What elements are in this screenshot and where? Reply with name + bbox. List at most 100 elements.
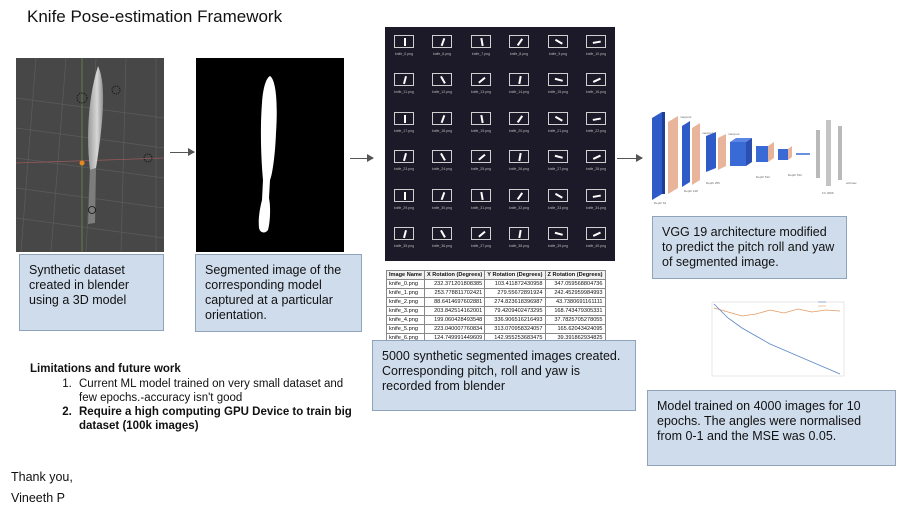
svg-text:FC 4096: FC 4096 bbox=[822, 191, 834, 195]
knife-silhouette bbox=[516, 115, 523, 123]
knife-silhouette bbox=[440, 191, 445, 201]
dataset-thumbnail bbox=[509, 150, 529, 163]
thumbnail-label: knife_38.png bbox=[508, 244, 530, 248]
knife-silhouette bbox=[592, 40, 601, 44]
dataset-thumbnail bbox=[394, 227, 414, 240]
thumbnail-label: knife_8.png bbox=[509, 52, 529, 56]
thumbnail-label: knife_10.png bbox=[585, 52, 607, 56]
table-cell: 279.55672891924 bbox=[484, 288, 546, 298]
arrow-render-to-segmented bbox=[170, 148, 195, 156]
thumbnail-label: knife_12.png bbox=[431, 90, 453, 94]
svg-text:maxpool: maxpool bbox=[728, 132, 740, 136]
thumbnail-label: knife_11.png bbox=[394, 90, 414, 94]
dataset-thumbnail bbox=[394, 189, 414, 202]
table-header-cell: X Rotation (Degrees) bbox=[423, 270, 486, 280]
knife-silhouette bbox=[440, 37, 445, 47]
limitations-section: Limitations and future work Current ML m… bbox=[30, 362, 360, 433]
caption-segmented-image: Segmented image of the corresponding mod… bbox=[195, 254, 362, 332]
dataset-thumbnail bbox=[548, 150, 568, 163]
knife-silhouette bbox=[554, 155, 563, 159]
dataset-thumbnail bbox=[586, 73, 606, 86]
table-cell: knife_1.png bbox=[386, 288, 425, 298]
dataset-thumbnail bbox=[394, 35, 414, 48]
knife-silhouette bbox=[554, 193, 563, 199]
knife-silhouette bbox=[478, 76, 486, 84]
knife-silhouette bbox=[440, 153, 446, 161]
page-title: Knife Pose-estimation Framework bbox=[27, 7, 283, 26]
thumbnail-label: knife_9.png bbox=[548, 52, 568, 56]
thumbnail-label: knife_0.png bbox=[394, 52, 414, 56]
svg-text:maxpool: maxpool bbox=[680, 115, 692, 119]
table-cell: knife_3.png bbox=[386, 306, 425, 316]
dataset-thumbnail bbox=[471, 35, 491, 48]
thumbnail-label: knife_31.png bbox=[470, 206, 492, 210]
knife-silhouette bbox=[478, 230, 486, 238]
dataset-thumbnail bbox=[394, 73, 414, 86]
thumbnail-label: knife_40.png bbox=[585, 244, 607, 248]
knife-silhouette bbox=[404, 192, 406, 200]
knife-silhouette bbox=[592, 77, 601, 83]
thumbnail-label: knife_25.png bbox=[470, 167, 492, 171]
knife-silhouette bbox=[592, 194, 601, 198]
thumbnail-label: knife_23.png bbox=[393, 167, 415, 171]
thumbnail-label: knife_28.png bbox=[585, 167, 607, 171]
dataset-thumbnail bbox=[586, 227, 606, 240]
table-cell: 37.7825705278055 bbox=[544, 315, 606, 325]
dataset-thumbnail bbox=[548, 189, 568, 202]
table-cell: 232.371201808385 bbox=[423, 279, 486, 289]
knife-silhouette bbox=[516, 38, 523, 46]
arrow-segmented-to-dataset bbox=[350, 154, 374, 162]
thumbnail-label: knife_21.png bbox=[547, 129, 569, 133]
dataset-thumbnail bbox=[471, 112, 491, 125]
thumbnail-label: knife_34.png bbox=[585, 206, 607, 210]
knife-silhouette bbox=[480, 191, 484, 201]
svg-text:softmax: softmax bbox=[846, 181, 857, 185]
dataset-thumbnail bbox=[548, 112, 568, 125]
knife-silhouette bbox=[478, 153, 486, 161]
dataset-thumbnail bbox=[509, 73, 529, 86]
dataset-thumbnail bbox=[509, 189, 529, 202]
dataset-thumbnail bbox=[586, 150, 606, 163]
limitation-item: Current ML model trained on very small d… bbox=[75, 377, 360, 405]
dataset-thumbnail bbox=[432, 227, 452, 240]
table-cell: knife_4.png bbox=[386, 315, 425, 325]
knife-silhouette bbox=[440, 114, 445, 124]
knife-silhouette bbox=[404, 115, 406, 123]
vgg19-architecture-diagram: maxpool maxpool maxpool Depth 64 Depth 1… bbox=[646, 108, 900, 214]
knife-silhouette bbox=[480, 37, 484, 47]
thumbnail-label: knife_32.png bbox=[508, 206, 530, 210]
thumbnail-label: knife_18.png bbox=[431, 129, 453, 133]
knife-silhouette bbox=[518, 75, 522, 85]
knife-silhouette bbox=[480, 114, 484, 124]
table-cell: 242.452959984993 bbox=[544, 288, 606, 298]
thumbnail-label: knife_20.png bbox=[508, 129, 530, 133]
table-cell: 199.060428493548 bbox=[423, 315, 486, 325]
dataset-thumbnail bbox=[548, 73, 568, 86]
table-cell: knife_0.png bbox=[386, 279, 425, 289]
knife-silhouette bbox=[554, 116, 563, 122]
svg-text:Depth 128: Depth 128 bbox=[684, 189, 698, 193]
thumbnail-label: knife_30.png bbox=[431, 206, 453, 210]
table-cell: 253.778811702421 bbox=[423, 288, 486, 298]
closing-section: Thank you, Vineeth P bbox=[11, 467, 73, 509]
vgg-blocks-illustration: maxpool maxpool maxpool Depth 64 Depth 1… bbox=[652, 112, 857, 205]
svg-text:Depth 64: Depth 64 bbox=[654, 201, 667, 205]
table-header-cell: Z Rotation (Degrees) bbox=[544, 270, 606, 280]
svg-text:Depth 512: Depth 512 bbox=[756, 175, 770, 179]
thumbnail-label: knife_24.png bbox=[431, 167, 453, 171]
thumbnail-label: knife_26.png bbox=[508, 167, 530, 171]
thumbnail-label: knife_36.png bbox=[431, 244, 453, 248]
dataset-thumbnail bbox=[432, 150, 452, 163]
thumbnail-label: knife_19.png bbox=[470, 129, 492, 133]
thumbnail-label: knife_29.png bbox=[393, 206, 415, 210]
thumbnail-label: knife_35.png bbox=[393, 244, 415, 248]
blender-viewport-illustration bbox=[16, 58, 164, 252]
table-cell: 165.62043424095 bbox=[544, 324, 606, 334]
knife-silhouette bbox=[516, 192, 523, 200]
